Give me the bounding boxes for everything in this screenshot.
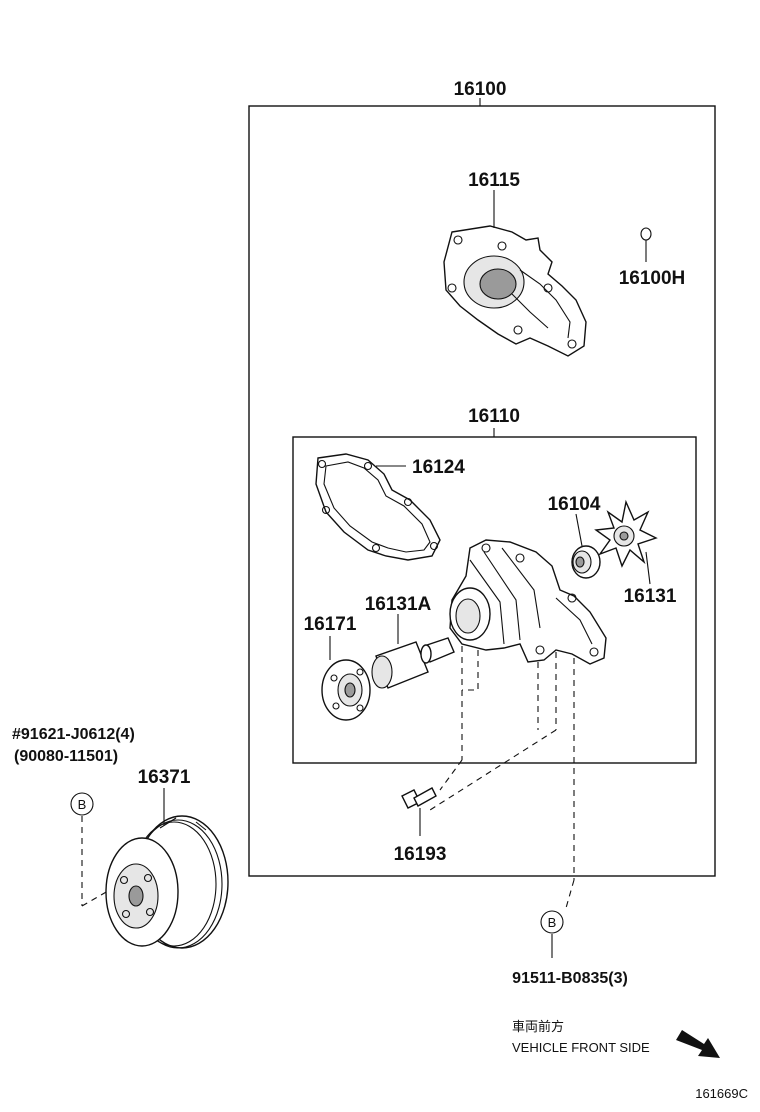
label-16115[interactable]: 16115	[468, 170, 520, 191]
label-16104[interactable]: 16104	[548, 494, 601, 515]
label-16131A[interactable]: 16131A	[365, 594, 432, 615]
svg-text:B: B	[78, 797, 87, 812]
cover-plate-16115[interactable]	[443, 225, 587, 357]
o-ring-16100H[interactable]	[640, 227, 652, 241]
note-bolt-90080[interactable]: (90080-11501)	[14, 748, 118, 765]
label-16131[interactable]: 16131	[624, 586, 677, 607]
assembly-frame-16100	[248, 105, 716, 877]
seal-16104[interactable]	[571, 545, 601, 579]
impeller-16131[interactable]	[594, 499, 658, 568]
note-bolt-91511[interactable]: 91511-B0835(3)	[512, 970, 628, 987]
water-pump-body[interactable]	[449, 539, 607, 665]
label-16110[interactable]: 16110	[468, 406, 520, 427]
label-16100[interactable]: 16100	[454, 79, 507, 100]
ref-marker-b-bottom: B	[540, 910, 564, 934]
label-16100H[interactable]: 16100H	[619, 268, 686, 289]
label-16124[interactable]: 16124	[412, 457, 465, 478]
label-16371[interactable]: 16371	[138, 767, 191, 788]
direction-arrow-icon	[676, 1030, 720, 1058]
label-16193[interactable]: 16193	[394, 844, 447, 865]
direction-label-en: VEHICLE FRONT SIDE	[512, 1040, 650, 1055]
ref-marker-b-left: B	[70, 792, 94, 816]
gasket-16124[interactable]	[315, 453, 441, 561]
diagram-id: 161669C	[695, 1086, 748, 1101]
bearing-shaft-16131A[interactable]	[371, 637, 455, 689]
flange-hub-16171[interactable]	[321, 659, 371, 721]
bolt-16193[interactable]	[401, 787, 437, 809]
label-16171[interactable]: 16171	[304, 614, 357, 635]
note-bolt-91621[interactable]: #91621-J0612(4)	[12, 726, 135, 743]
pulley-16371[interactable]	[105, 815, 229, 949]
direction-label-jp: 車両前方	[512, 1019, 564, 1034]
svg-text:B: B	[548, 915, 557, 930]
